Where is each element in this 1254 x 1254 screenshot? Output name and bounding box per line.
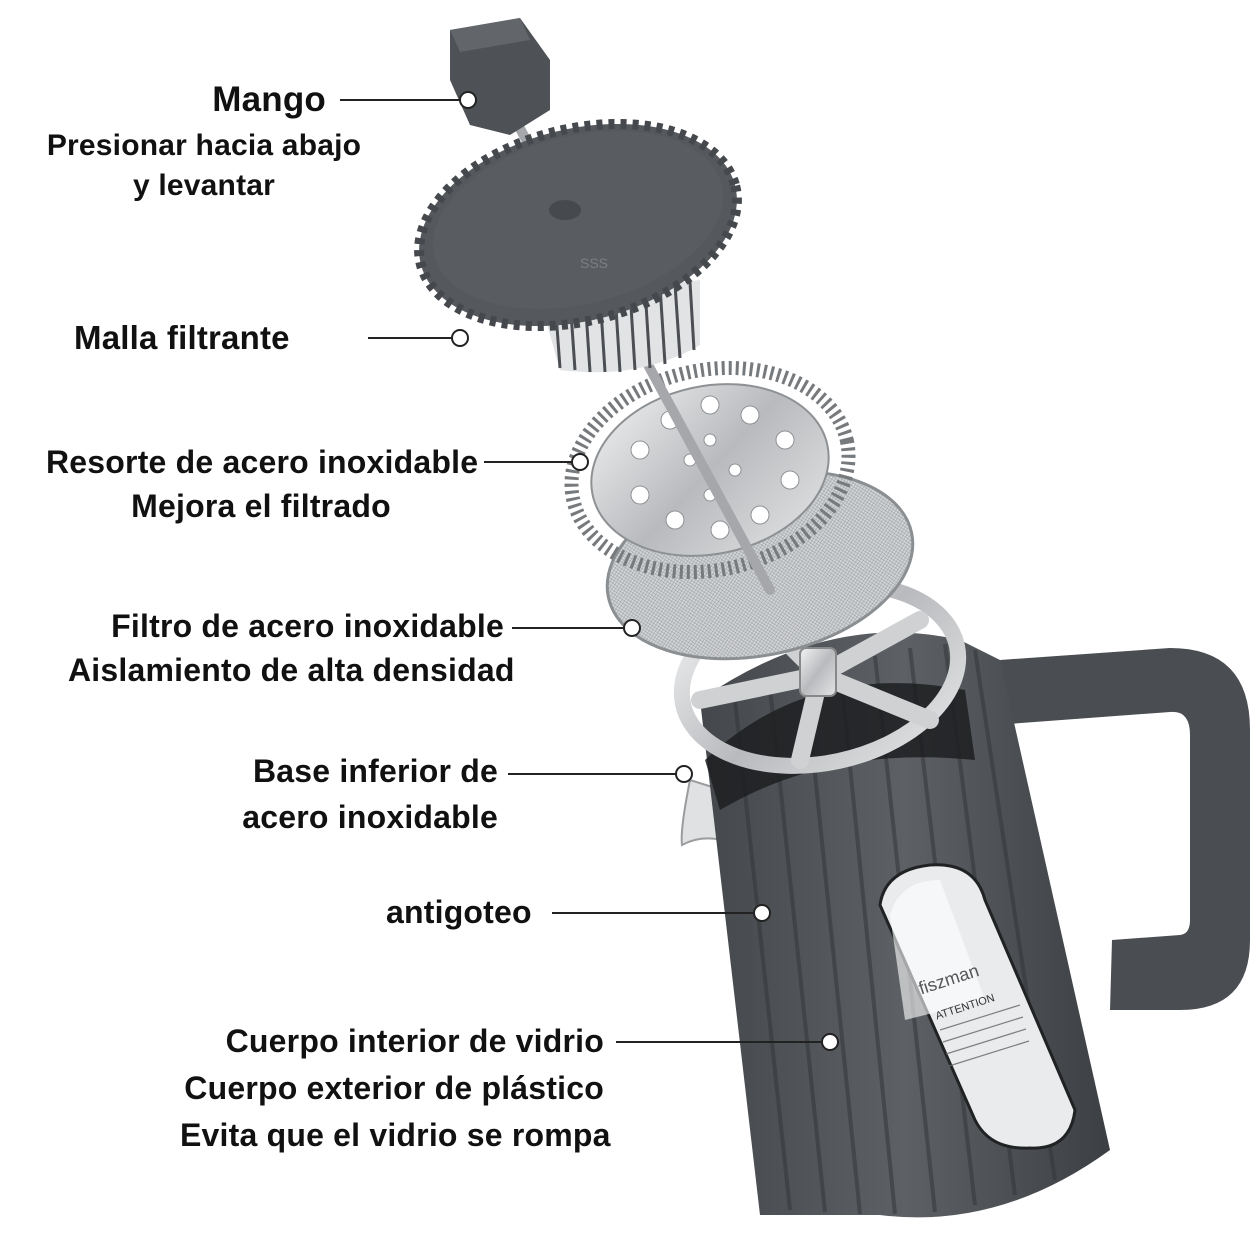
label-filtro: Filtro de acero inoxidable Aislamiento d… [68, 604, 504, 692]
label-cuerpo: Cuerpo interior de vidrio Cuerpo exterio… [180, 1018, 604, 1159]
carafe: fiszman ATTENTION [682, 633, 1250, 1218]
leader-dot-mango [460, 92, 476, 108]
knob [450, 18, 550, 135]
label-resorte: Resorte de acero inoxidable Mejora el fi… [46, 440, 476, 528]
lid: SSS [398, 93, 759, 373]
label-mango-description: Presionar hacia abajo y levantar [40, 126, 368, 206]
label-antigoteo: antigoteo [386, 890, 532, 934]
label-base-inferior: Base inferior de acero inoxidable [224, 748, 498, 840]
leader-dot-base [676, 766, 692, 782]
leader-dot-malla [452, 330, 468, 346]
leader-dot-resorte [572, 454, 588, 470]
lid-mark: SSS [580, 255, 608, 271]
label-malla-filtrante: Malla filtrante [74, 316, 290, 360]
leader-dot-antigoteo [754, 905, 770, 921]
leader-dot-cuerpo [822, 1034, 838, 1050]
label-mango: Mango [212, 78, 326, 122]
leader-dot-filtro [624, 620, 640, 636]
